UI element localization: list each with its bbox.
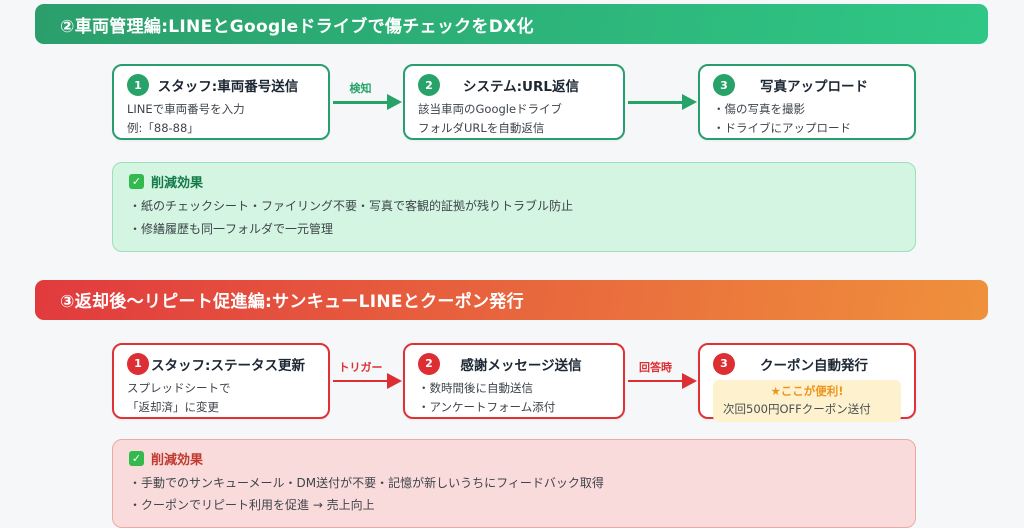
section-title: ③返却後〜リピート促進編:サンキューLINEとクーポン発行 [60,292,524,313]
flow-arrow-detect: 検知 [330,72,403,132]
step-line: 該当車両のGoogleドライブ [418,102,563,116]
step-number-badge: 1 [127,352,149,375]
step-box-photo-upload: 3 写真アップロード ・傷の写真を撮影 ・ドライブにアップロード [698,64,916,140]
effect-box-vehicle: ✓ 削減効果 ・紙のチェックシート・ファイリング不要・写真で客観的証拠が残りトラ… [112,162,916,252]
arrow-line [628,101,683,104]
step-box-system-url-reply: 2 システム:URL返信 該当車両のGoogleドライブ フォルダURLを自動返… [403,64,625,140]
arrow-head-icon [387,94,402,110]
effect-line: ・クーポンでリピート利用を促進 → 売上向上 [129,498,375,513]
section-header-repeat-promotion: ③返却後〜リピート促進編:サンキューLINEとクーポン発行 [35,279,988,320]
effect-title-row: ✓ 削減効果 [129,172,899,191]
step-number-badge: 3 [713,352,735,375]
step-body: ・傷の写真を撮影 ・ドライブにアップロード [713,100,901,138]
coupon-highlight-box: ★ここが便利! 次回500円OFFクーポン送付 [713,379,901,422]
step-line: スプレッドシートで [127,380,231,395]
check-icon: ✓ [129,174,144,189]
step-title: スタッフ:ステータス更新 [151,357,305,374]
arrow-line [333,101,388,104]
arrow-head-icon [682,372,697,389]
step-box-coupon-auto-issue: 3 クーポン自動発行 ★ここが便利! 次回500円OFFクーポン送付 [698,342,916,422]
step-title: 感謝メッセージ送信 [460,357,582,374]
effect-box-repeat: ✓ 削減効果 ・手動でのサンキューメール・DM送付が不要・記憶が新しいうちにフィ… [112,438,916,528]
step-head: 3 クーポン自動発行 [713,352,901,375]
highlight-body-line: 次回500円OFFクーポン送付 [723,401,871,416]
arrow-label: 回答時 [639,360,672,374]
effect-body: ・手動でのサンキューメール・DM送付が不要・記憶が新しいうちにフィードバック取得… [129,472,899,518]
section-title: ②車両管理編:LINEとGoogleドライブで傷チェックをDX化 [60,16,534,37]
section-header-vehicle-management: ②車両管理編:LINEとGoogleドライブで傷チェックをDX化 [35,4,988,44]
step-line: ・アンケートフォーム添付 [418,399,556,414]
step-line: フォルダURLを自動返信 [418,120,545,135]
step-line: ・傷の写真を撮影 [713,102,805,116]
step-head: 2 感謝メッセージ送信 [418,352,610,375]
arrow-head-icon [682,94,697,110]
flow-arrow-on-answer: 回答時 [625,351,698,411]
step-head: 2 システム:URL返信 [418,74,610,96]
highlight-star-line: ★ここが便利! [770,383,844,398]
step-line: LINEで車両番号を入力 [127,102,245,116]
step-line: ・ドライブにアップロード [713,120,851,135]
arrow-label: 検知 [349,82,372,95]
step-box-status-update: 1 スタッフ:ステータス更新 スプレッドシートで 「返却済」に変更 [112,342,330,419]
step-head: 3 写真アップロード [713,74,901,96]
step-number-badge: 2 [418,74,440,96]
step-title: スタッフ:車両番号送信 [157,79,299,95]
step-body: ・数時間後に自動送信 ・アンケートフォーム添付 [418,379,610,417]
arrow-head-icon [387,372,402,389]
step-box-staff-send-number: 1 スタッフ:車両番号送信 LINEで車両番号を入力 例:「88-88」 [112,64,330,140]
arrow-label: トリガー [338,360,383,374]
arrow-line [333,379,388,383]
flow-row-vehicle: 1 スタッフ:車両番号送信 LINEで車両番号を入力 例:「88-88」 検知 … [112,64,916,140]
effect-line: ・手動でのサンキューメール・DM送付が不要・記憶が新しいうちにフィードバック取得 [129,475,604,490]
effect-body: ・紙のチェックシート・ファイリング不要・写真で客観的証拠が残りトラブル防止 ・修… [129,195,899,241]
step-box-thanks-message: 2 感謝メッセージ送信 ・数時間後に自動送信 ・アンケートフォーム添付 [403,342,625,419]
effect-line: ・修繕履歴も同一フォルダで一元管理 [129,221,334,236]
step-number-badge: 2 [418,352,440,375]
infographic-canvas: ②車両管理編:LINEとGoogleドライブで傷チェックをDX化 1 スタッフ:… [0,4,1024,528]
step-body: スプレッドシートで 「返却済」に変更 [127,379,315,417]
step-head: 1 スタッフ:車両番号送信 [127,74,315,96]
check-icon: ✓ [129,450,144,466]
step-title: システム:URL返信 [463,79,579,95]
step-number-badge: 1 [127,74,149,96]
step-body: LINEで車両番号を入力 例:「88-88」 [127,100,315,138]
flow-row-repeat: 1 スタッフ:ステータス更新 スプレッドシートで 「返却済」に変更 トリガー 2… [112,342,916,422]
step-line: 「返却済」に変更 [127,399,219,414]
step-number-badge: 3 [713,74,735,96]
effect-title: 削減効果 [151,452,204,468]
step-body: 該当車両のGoogleドライブ フォルダURLを自動返信 [418,100,610,138]
effect-title: 削減効果 [151,176,204,191]
step-head: 1 スタッフ:ステータス更新 [127,352,315,375]
effect-line: ・紙のチェックシート・ファイリング不要・写真で客観的証拠が残りトラブル防止 [129,199,574,213]
effect-title-row: ✓ 削減効果 [129,449,899,468]
flow-arrow-trigger: トリガー [330,351,403,411]
step-line: 例:「88-88」 [127,120,199,135]
flow-arrow-plain [625,72,698,132]
arrow-line [628,379,683,383]
step-title: 写真アップロード [760,79,868,95]
step-line: ・数時間後に自動送信 [418,380,533,395]
step-title: クーポン自動発行 [760,357,868,374]
